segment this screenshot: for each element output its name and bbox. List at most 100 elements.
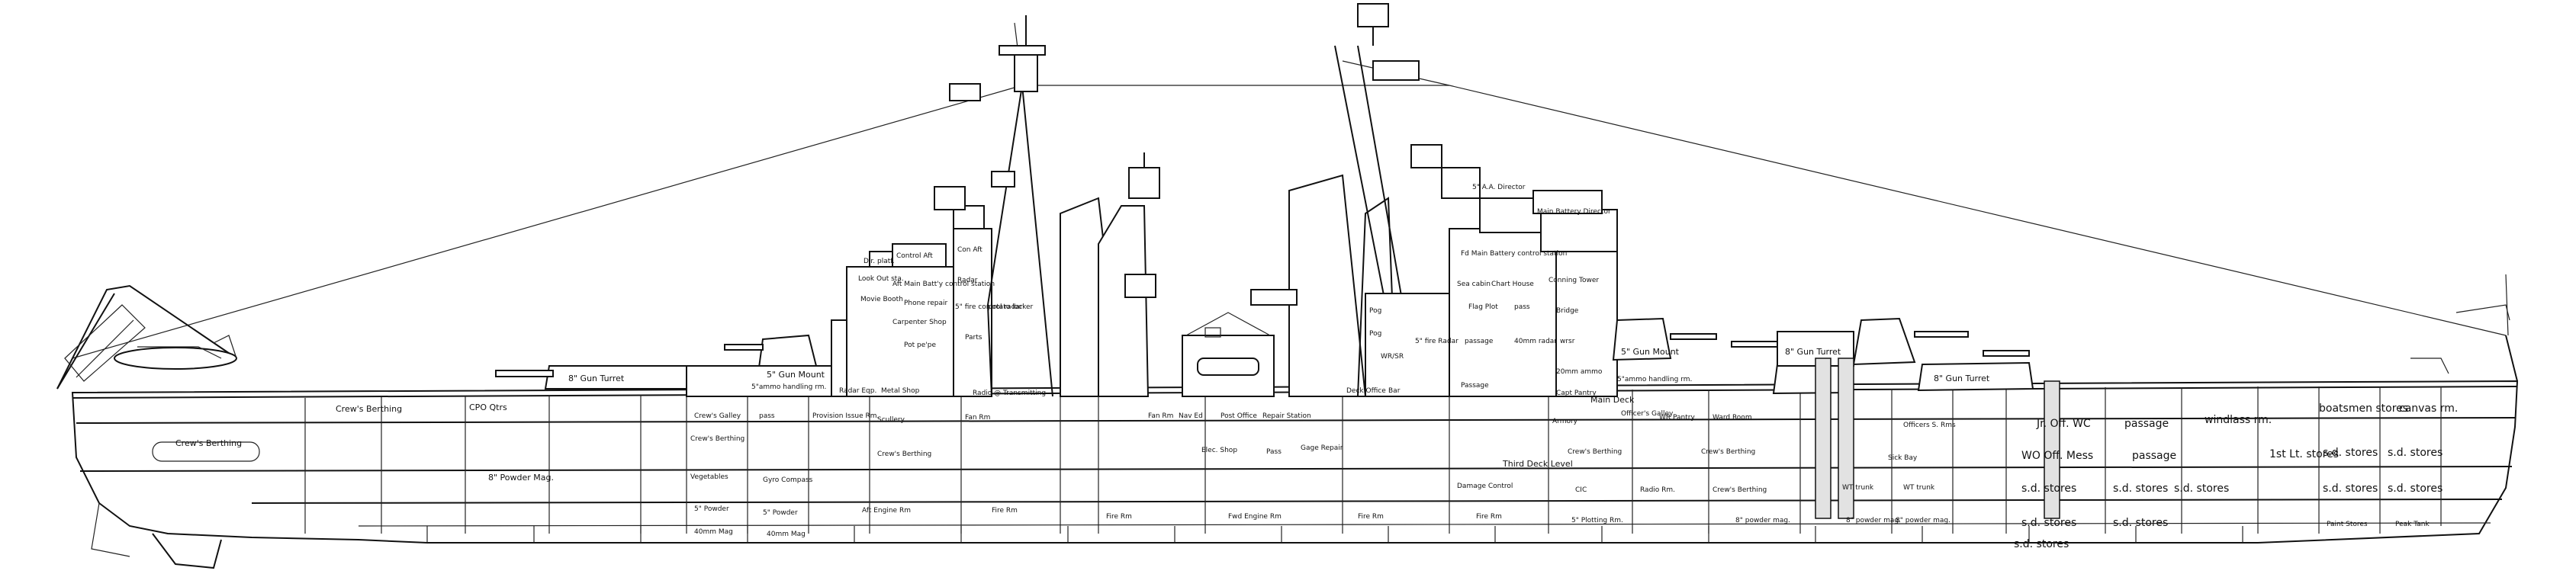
label-turret-fwd-2: 8" Gun Turret [1934, 374, 1990, 383]
label-fan-rm: Fan Rm [965, 414, 990, 422]
label-8in-powder-mag: 8" powder mag. [1735, 517, 1790, 524]
label-aft-engine-rm: Aft Engine Rm [862, 507, 911, 515]
label-fire-rm: Fire Rm [1106, 513, 1132, 521]
label-movie-booth: Movie Booth [860, 296, 903, 303]
label-lookout: Look Out sta. [858, 275, 904, 283]
label-5in-ammo-handling: 5"ammo handling rm. [1617, 376, 1692, 383]
label-boatsmen-stores: boatsmen stores [2319, 402, 2408, 415]
label-sick-bay: Sick Bay [1888, 454, 1918, 462]
label-potato-locker: potato locker [988, 303, 1034, 311]
label-radio-rm: Radio Rm. [1640, 486, 1675, 494]
label-fan-rm: Fan Rm [1148, 412, 1173, 420]
label-main-deck: Main Deck [1590, 395, 1635, 405]
label-pog: Pog [1369, 330, 1381, 338]
label-8in-powder-mag: 8" powder mag. [1896, 517, 1950, 524]
label-5in-mount-aft: 5" Gun Mount [767, 370, 825, 380]
compartment-labels: 8" Gun Turret 5" Gun Mount 5" Gun Mount … [175, 184, 2458, 550]
label-wo-off-mess: WO Off. Mess [2021, 450, 2093, 462]
label-bar: Bar [1388, 387, 1401, 395]
label-crews-berthing: Crew's Berthing [1701, 448, 1755, 456]
label-crews-berthing: Crew's Berthing [175, 438, 242, 448]
label-crews-berthing: Crew's Berthing [336, 404, 402, 414]
label-5in-fire-radar: 5" fire Radar [1415, 338, 1458, 345]
label-cpo-qtrs: CPO Qtrs [469, 402, 507, 412]
label-40mm-radar: 40mm radar [1514, 338, 1557, 345]
label-plotting-rm: 5" Plotting Rm. [1571, 517, 1623, 524]
label-nav-ed: Nav Ed [1179, 412, 1203, 420]
label-wrsr: wrsr [1560, 338, 1575, 345]
label-ward-room: Ward Room [1713, 414, 1752, 422]
label-sd-stores: s.d. stores [2021, 517, 2076, 529]
label-fire-rm: Fire Rm [992, 507, 1018, 515]
label-sd-stores: s.d. stores [2113, 517, 2168, 529]
label-vegetables: Vegetables [690, 473, 728, 481]
label-40mm-mag: 40mm Mag [694, 528, 733, 536]
label-pot-pe: Pot pe'pe [904, 342, 936, 349]
label-provision-issue: Provision Issue Rm. [812, 412, 879, 420]
label-sd-stores: s.d. stores [2113, 483, 2168, 495]
label-5in-mount-fwd: 5" Gun Mount [1621, 347, 1680, 357]
label-metal-shop: Metal Shop [881, 387, 920, 395]
label-sd-stores: s.d. stores [2174, 483, 2229, 495]
label-capt-pantry: Capt Pantry [1556, 390, 1597, 397]
label-damage-control: Damage Control [1457, 483, 1513, 490]
label-sd-stores: s.d. stores [2323, 483, 2378, 495]
label-pass: pass [759, 412, 775, 420]
label-8in-powder-mag: 8" powder mag. [1846, 517, 1901, 524]
label-peak-tank: Peak Tank [2395, 521, 2430, 528]
label-radar: Radar [957, 277, 978, 284]
bulkheads [304, 386, 2442, 534]
label-elec-shop: Elec. Shop [1201, 447, 1237, 454]
label-1st-lt-stores: 1st Lt. stores [2269, 448, 2339, 460]
label-sea-cabin: Sea cabin [1457, 281, 1491, 288]
label-radio-transmitting: Radio @ Transmitting [973, 390, 1046, 397]
label-flag-plot: Flag Plot [1468, 303, 1498, 311]
label-sd-stores: s.d. stores [2388, 483, 2443, 495]
label-sd-stores: s.d. stores [2388, 447, 2443, 459]
label-officers-sr: Officers S. Rms [1903, 422, 1956, 429]
label-parts: Parts [965, 334, 982, 342]
label-wr-pantry: WR Pantry [1659, 414, 1695, 422]
label-5in-powder: 5" Powder [763, 509, 798, 517]
label-5in-fire-control-radar: 5" fire control radar [955, 303, 1023, 311]
label-40mm-mag: 40mm Mag [767, 531, 806, 538]
label-crews-berthing: Crew's Berthing [1568, 448, 1622, 456]
label-control-aft: Control Aft [896, 252, 933, 260]
label-crews-berthing: Crew's Berthing [690, 435, 744, 443]
label-windlass-rm: windlass rm. [2205, 414, 2272, 426]
label-passage: passage [2124, 418, 2169, 430]
label-bridge: Bridge [1556, 307, 1579, 315]
label-repair-station: Repair Station [1262, 412, 1311, 420]
label-passage: passage [1465, 338, 1494, 345]
label-crews-berthing: Crew's Berthing [877, 451, 931, 458]
label-jr-off-wc: Jr. Off. WC [2036, 418, 2091, 430]
label-pass: Pass [1266, 448, 1282, 456]
label-gyro-compass: Gyro Compass [763, 476, 813, 484]
label-20mm-ammo: 20mm ammo [1556, 368, 1603, 376]
label-5in-powder: 5" Powder [694, 505, 729, 513]
label-con-aft: Con Aft [957, 246, 982, 254]
label-fire-rm: Fire Rm [1358, 513, 1384, 521]
label-crews-berthing: Crew's Berthing [1713, 486, 1767, 494]
label-sd-stores: s.d. stores [2323, 447, 2378, 459]
label-crews-galley: Crew's Galley [694, 412, 741, 420]
label-sd-stores: s.d. stores [2021, 483, 2076, 495]
label-scullery: Scullery [877, 416, 905, 424]
label-deck-office: Deck Office [1346, 387, 1386, 395]
label-fire-rm: Fire Rm [1476, 513, 1502, 521]
label-post-office: Post Office [1220, 412, 1257, 420]
label-officers-galley: Officer's Galley [1621, 410, 1674, 418]
label-armory: Armory [1552, 418, 1578, 425]
label-pog: Pog [1369, 307, 1381, 315]
label-third-deck-level: Third Deck Level [1502, 459, 1573, 469]
aft-superstructure [56, 15, 1160, 397]
label-passage: Passage [1461, 382, 1489, 390]
label-wrsr: WR/SR [1381, 353, 1404, 361]
label-8in-powder-mag-aft: 8" Powder Mag. [488, 473, 554, 483]
label-pass: pass [1514, 303, 1530, 311]
label-canvas-rm: canvas rm. [2399, 402, 2458, 415]
label-fwd-main-batt: Fd Main Battery control station [1461, 250, 1567, 258]
label-phone-repair: Phone repair [904, 300, 948, 307]
